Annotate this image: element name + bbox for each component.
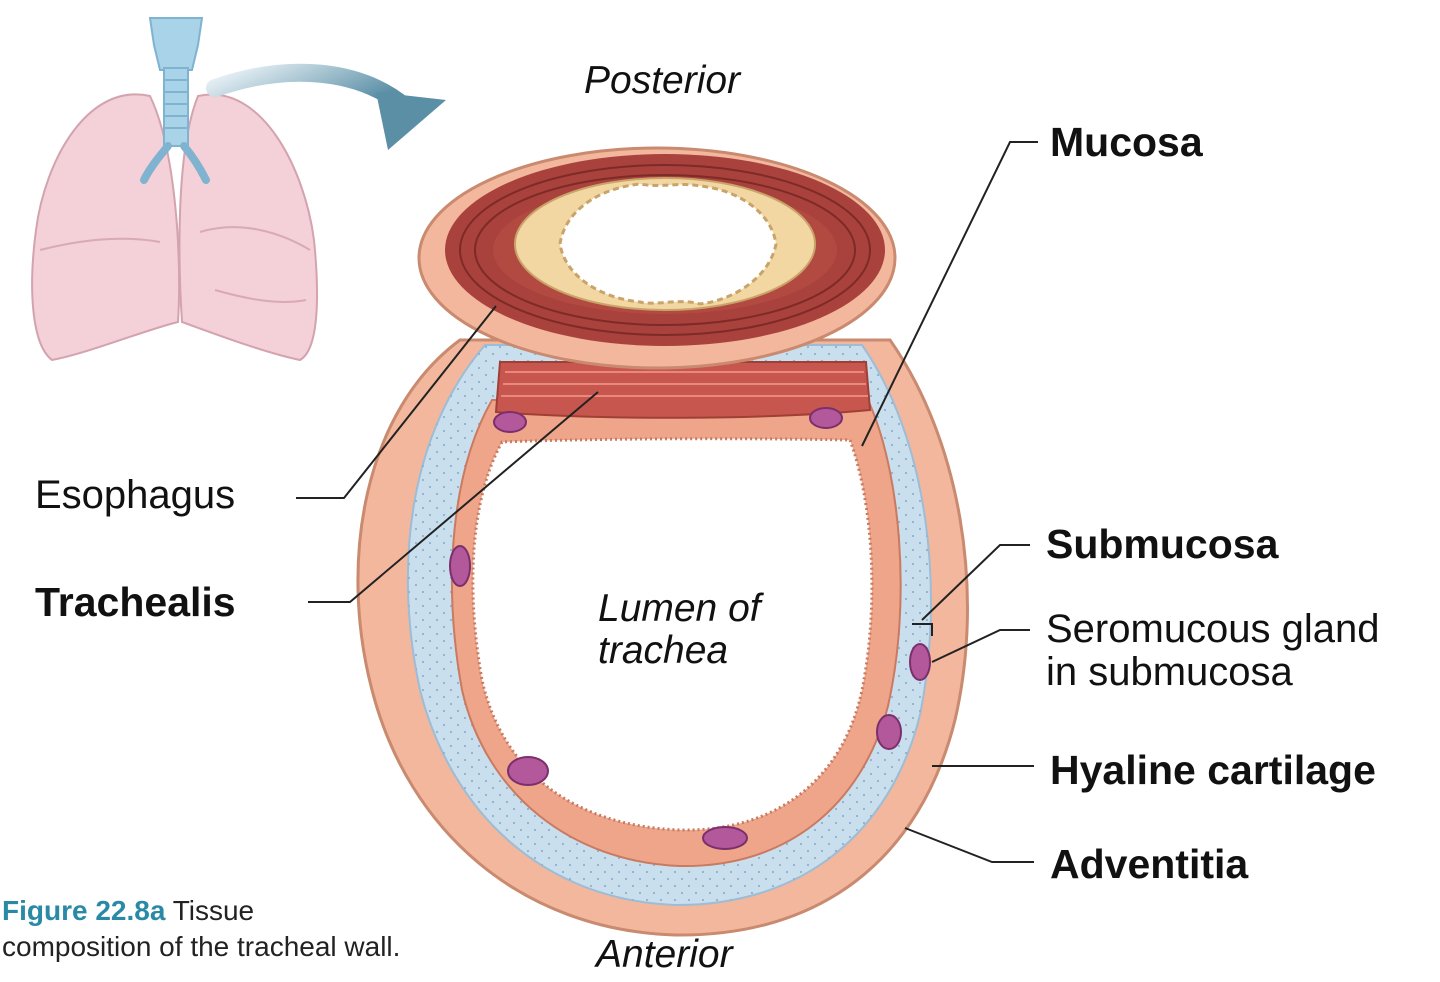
posterior-label: Posterior <box>584 59 741 102</box>
lungs-icon <box>31 93 319 362</box>
mucosa-label: Mucosa <box>1050 119 1203 165</box>
trachealis-muscle <box>494 361 872 419</box>
trachea-icon <box>140 17 210 184</box>
leader-lines <box>296 141 1038 863</box>
seromucous-label-line2: in submucosa <box>1046 650 1293 695</box>
curved-arrow-icon <box>206 63 446 150</box>
tracheal-lumen <box>471 437 874 832</box>
anterior-label: Anterior <box>596 933 733 976</box>
esophagus-structure <box>417 146 897 370</box>
lumen-label: Lumen of trachea <box>598 587 761 673</box>
seromucous-gland-label: Seromucous gland in submucosa <box>1046 607 1380 695</box>
caption-text-line1: Tissue <box>172 895 255 926</box>
adventitia-label: Adventitia <box>1050 841 1249 887</box>
figure-number: Figure 22.8a <box>2 895 166 926</box>
submucosa-label: Submucosa <box>1046 521 1279 567</box>
lumen-label-line2: trachea <box>598 629 729 673</box>
caption-line1: Figure 22.8a Tissue <box>2 893 400 929</box>
caption-text-line2: composition of the tracheal wall. <box>2 931 401 963</box>
seromucous-label-line1: Seromucous gland <box>1046 607 1380 651</box>
hyaline-cartilage-label: Hyaline cartilage <box>1050 747 1376 793</box>
esophagus-label: Esophagus <box>35 473 236 517</box>
seromucous-glands <box>449 407 931 850</box>
trachealis-label: Trachealis <box>35 579 236 625</box>
lumen-label-line1: Lumen of <box>598 587 761 630</box>
figure-caption: Figure 22.8a Tissue composition of the t… <box>2 893 400 966</box>
